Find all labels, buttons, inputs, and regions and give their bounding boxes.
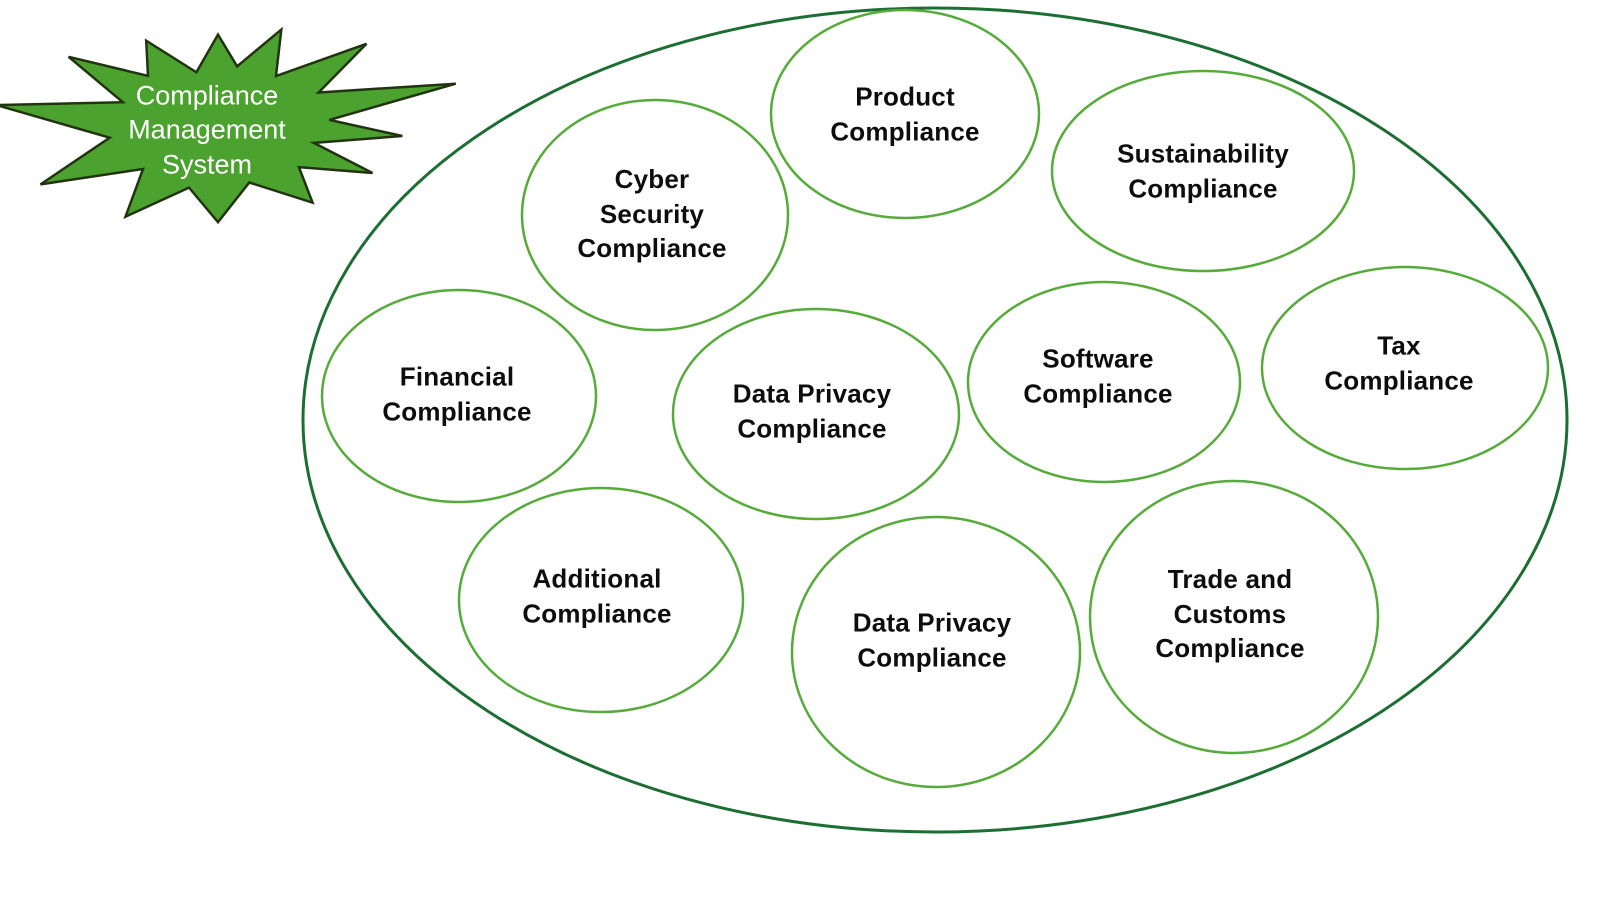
node-label-data-privacy-bottom: Data Privacy Compliance	[852, 607, 1012, 672]
financial-circle	[320, 288, 598, 504]
tax-circle	[1260, 265, 1550, 471]
data-privacy-center-circle	[671, 307, 961, 521]
starburst-label: Compliance Management System	[128, 80, 286, 180]
outer-ellipse	[301, 6, 1569, 834]
node-label-additional: Additional Compliance	[522, 563, 672, 628]
trade-customs-circle	[1088, 479, 1380, 755]
product-circle	[769, 8, 1041, 220]
node-label-data-privacy-center: Data Privacy Compliance	[732, 378, 892, 443]
data-privacy-bottom-circle	[790, 515, 1082, 789]
node-label-cyber-security: Cyber Security Compliance	[577, 164, 727, 264]
node-label-financial: Financial Compliance	[382, 361, 532, 426]
software-circle	[966, 280, 1242, 484]
starburst-shape	[0, 26, 457, 225]
node-label-tax: Tax Compliance	[1324, 330, 1474, 395]
cyber-security-circle	[520, 98, 790, 332]
sustainability-circle	[1050, 69, 1356, 273]
additional-circle	[457, 486, 745, 714]
node-label-sustainability: Sustainability Compliance	[1117, 138, 1289, 203]
node-label-software: Software Compliance	[1023, 343, 1173, 408]
node-label-trade-customs: Trade and Customs Compliance	[1155, 564, 1305, 664]
node-label-product: Product Compliance	[830, 81, 980, 146]
